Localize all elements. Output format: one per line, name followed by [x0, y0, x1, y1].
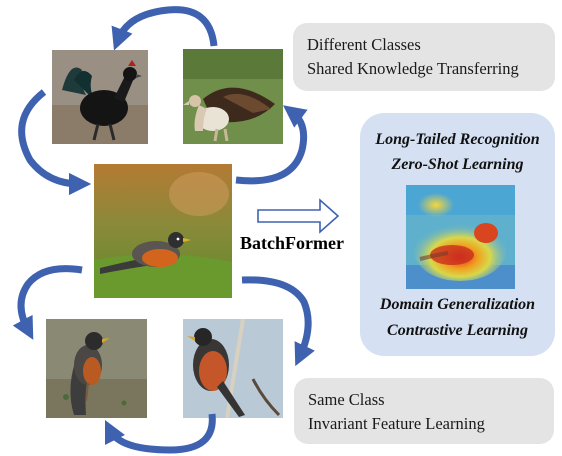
same-class-title: Same Class	[308, 390, 385, 409]
cycle-arrow-icon	[235, 105, 308, 185]
batchformer-label: BatchFormer	[240, 233, 344, 253]
robin-bottom-left-photo	[46, 319, 147, 418]
cycle-arrow-icon	[12, 265, 83, 340]
cycle-arrow-icon	[111, 6, 218, 51]
cycle-arrow-icon	[18, 89, 92, 196]
task-contrastive-learning: Contrastive Learning	[387, 322, 528, 339]
invariant-feature-caption: Invariant Feature Learning	[308, 414, 485, 433]
hollow-right-arrow-icon	[257, 198, 340, 234]
shared-knowledge-caption: Shared Knowledge Transferring	[307, 59, 519, 78]
rooster-photo	[52, 50, 148, 144]
task-domain-generalization: Domain Generalization	[379, 296, 536, 313]
cycle-arrow-icon	[104, 413, 216, 454]
vulture-photo	[183, 49, 283, 144]
task-long-tailed-recognition: Long-Tailed Recognition	[375, 131, 540, 148]
different-classes-box: Different Classes Shared Knowledge Trans…	[293, 23, 555, 91]
task-zero-shot-learning: Zero-Shot Learning	[391, 156, 524, 173]
cycle-arrow-icon	[241, 276, 315, 367]
robin-bottom-right-photo	[183, 319, 283, 418]
same-class-box: Same Class Invariant Feature Learning	[294, 378, 554, 444]
attention-heatmap-image	[406, 185, 515, 289]
robin-center-photo	[94, 164, 232, 298]
different-classes-title: Different Classes	[307, 35, 421, 54]
